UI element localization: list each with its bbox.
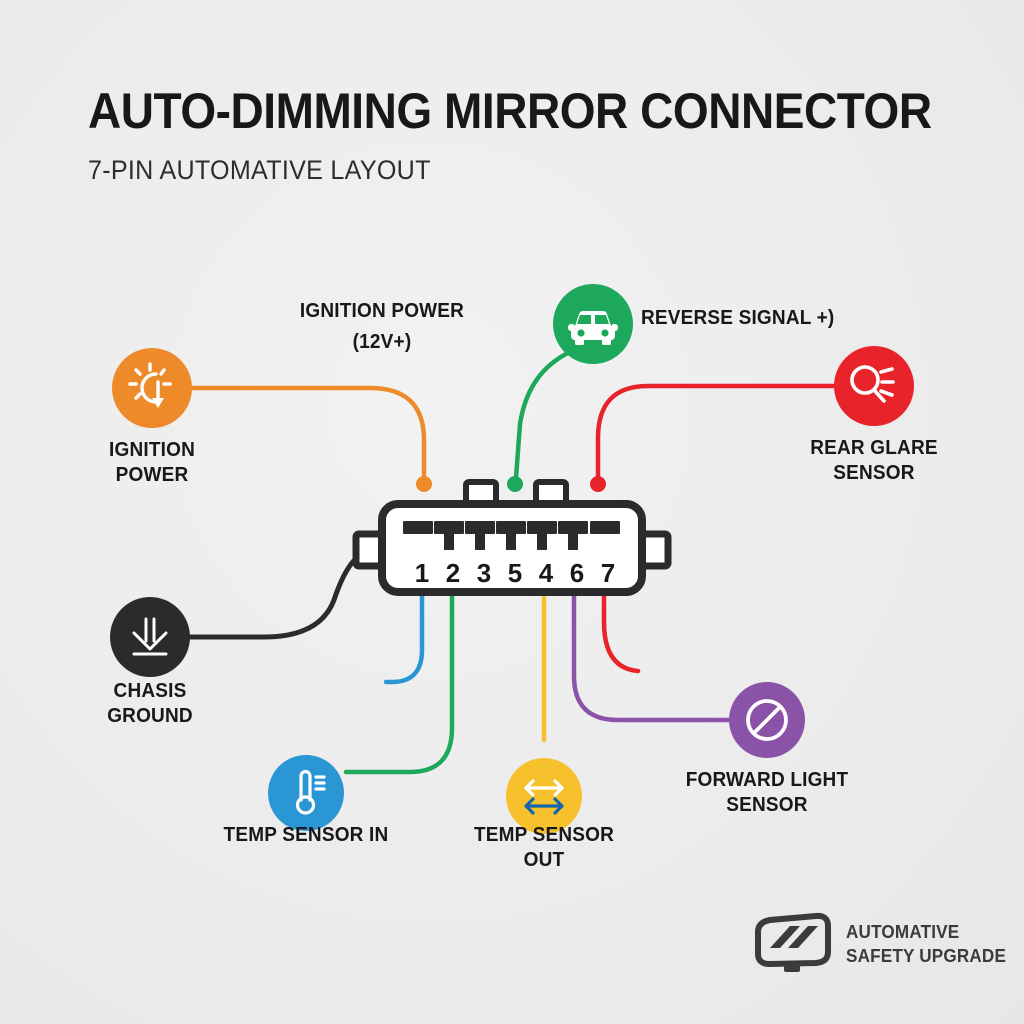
mirror-logo-icon: [755, 912, 831, 972]
temp-sensor-in-icon-circle[interactable]: [268, 755, 344, 831]
pin-number-1: 2: [446, 558, 460, 588]
pin-terminal-6: [558, 521, 588, 550]
pin-terminals: [403, 521, 620, 550]
ignition-power-note: IGNITION POWER (12V+): [299, 300, 465, 353]
wire-reverse-signal: [513, 349, 573, 481]
page-title: AUTO-DIMMING MIRROR CONNECTOR: [88, 83, 932, 139]
brand-name: AUTOMATIVE SAFETY UPGRADE: [846, 922, 1007, 966]
ignition-power-icon-circle[interactable]: [112, 348, 192, 428]
pin-terminal-1: [403, 521, 433, 534]
reverse-signal-icon-circle[interactable]: [553, 284, 633, 364]
pin-number-6: 7: [601, 558, 615, 588]
temp-sensor-out-label: TEMP SENSOR OUT: [473, 824, 615, 871]
glare-magnifier-icon: [850, 365, 895, 403]
wire-blue-stub: [383, 589, 425, 685]
temp-sensor-out-icon-circle[interactable]: [506, 758, 582, 834]
double-arrow-icon: [524, 779, 564, 815]
wire-terminal-ignition: [416, 476, 432, 492]
pin-terminal-4: [527, 521, 557, 550]
forward-light-sensor-icon-circle[interactable]: [729, 682, 805, 758]
pin-number-row: 1 2 3 5 4 6 7: [415, 558, 615, 588]
pin-number-2: 3: [477, 558, 491, 588]
chasis-ground-label: CHASIS GROUND: [107, 680, 193, 727]
thermometer-icon: [295, 769, 326, 815]
wire-ignition-power: [187, 385, 427, 481]
reverse-signal-note: REVERSE SIGNAL +): [641, 307, 835, 329]
pin-terminal-7: [590, 521, 620, 534]
pin-terminal-3: [465, 521, 495, 550]
sun-dimming-icon: [128, 362, 172, 408]
wire-temp-sensor-in: [343, 589, 455, 775]
pin-terminal-2: [434, 521, 464, 550]
rear-glare-sensor-icon-circle[interactable]: [834, 346, 914, 426]
pin-number-5: 6: [570, 558, 584, 588]
wire-red-stub: [601, 589, 641, 674]
temp-sensor-in-label: TEMP SENSOR IN: [223, 824, 389, 846]
pin-number-4: 4: [539, 558, 554, 588]
pin-number-3: 5: [508, 558, 522, 588]
prohibition-icon: [746, 699, 788, 741]
pin-terminal-5: [496, 521, 526, 550]
wire-terminal-rear-glare: [590, 476, 606, 492]
chasis-ground-icon-circle[interactable]: [110, 597, 190, 677]
wire-rear-glare: [595, 383, 837, 481]
wire-forward-light: [571, 589, 733, 723]
pin-number-0: 1: [415, 558, 429, 588]
ground-arrow-icon: [132, 617, 168, 656]
forward-light-sensor-label: FORWARD LIGHT SENSOR: [685, 769, 849, 816]
car-icon: [568, 311, 618, 345]
ignition-power-label: IGNITION POWER: [109, 439, 195, 486]
dim-arrow-head: [152, 398, 164, 408]
rear-glare-sensor-label: REAR GLARE SENSOR: [810, 437, 938, 484]
page-subtitle: 7-PIN AUTOMATIVE LAYOUT: [88, 155, 431, 185]
wire-terminal-reverse: [507, 476, 523, 492]
